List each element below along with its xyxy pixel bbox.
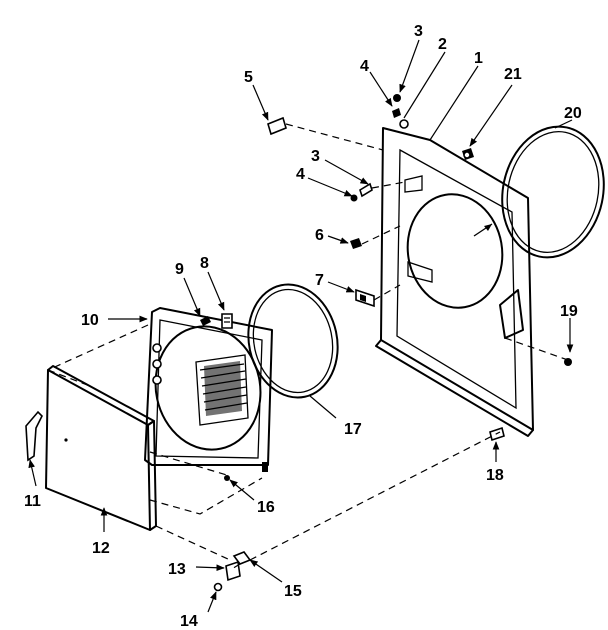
callout-3-mid: 3: [311, 148, 320, 165]
callout-16: 16: [257, 499, 275, 516]
callout-4-mid: 4: [296, 166, 305, 183]
door-inner-panel: [144, 307, 273, 472]
callout-12: 12: [92, 540, 110, 557]
assembly-lines: [47, 123, 569, 571]
callout-21: 21: [504, 66, 522, 83]
callout-20: 20: [564, 105, 582, 122]
callout-17: 17: [344, 421, 362, 438]
callout-10: 10: [81, 312, 99, 329]
small-parts: [25, 94, 572, 592]
door-outer-panel: [45, 365, 157, 531]
callout-13: 13: [168, 561, 186, 578]
callout-6: 6: [315, 227, 324, 244]
callout-8: 8: [200, 255, 209, 272]
callout-18: 18: [486, 467, 504, 484]
callout-2: 2: [438, 36, 447, 53]
callout-labels: 1 2 3 4 5 21 20 3 4 6 7 19 18 9 8 10 17 …: [24, 23, 582, 630]
callout-7: 7: [315, 272, 324, 289]
callout-14: 14: [180, 613, 198, 630]
front-seal-ring: [501, 125, 605, 259]
callout-11: 11: [24, 493, 41, 510]
callout-15: 15: [284, 583, 302, 600]
door-gasket: [247, 283, 339, 399]
callout-19: 19: [560, 303, 578, 320]
callout-9: 9: [175, 261, 184, 278]
leader-lines: [28, 39, 574, 613]
callout-5: 5: [244, 69, 253, 86]
callout-1: 1: [474, 50, 483, 67]
front-panel: [375, 127, 534, 437]
callout-4-top: 4: [360, 58, 369, 75]
callout-3-top: 3: [414, 23, 423, 40]
